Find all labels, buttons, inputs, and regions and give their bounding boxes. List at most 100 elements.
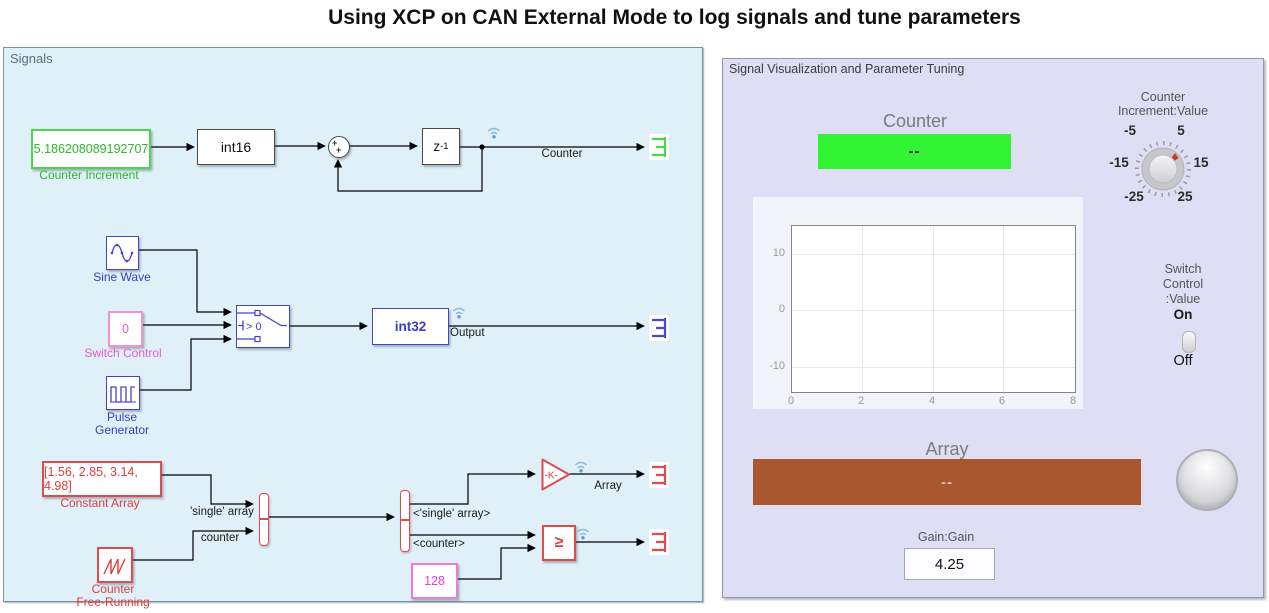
knob-tick-label: -15 (1109, 155, 1129, 170)
counter-tag-label: <counter> (413, 538, 465, 550)
sum-block[interactable]: + + (328, 136, 350, 158)
x-axis-tick: 6 (998, 395, 1006, 407)
constant-128-value: 128 (424, 574, 445, 588)
counter-signal-label: Counter (541, 148, 583, 160)
switch-label-line2: Control (1162, 277, 1204, 291)
wire-pulse (135, 334, 232, 391)
counter-display-title: Counter (882, 111, 948, 131)
gridline (862, 226, 863, 392)
x-axis-tick: 2 (857, 395, 865, 407)
output-outport-block[interactable] (649, 315, 669, 341)
sine-wave-icon (110, 243, 134, 263)
bus-creator-block[interactable] (259, 493, 269, 546)
wire-feedback (333, 147, 483, 192)
counter-free-running-block[interactable] (97, 547, 133, 583)
y-axis-tick: -10 (769, 360, 785, 372)
sum-plus-sign: + (336, 145, 342, 155)
wire-sine (137, 249, 232, 317)
scope-plot-area (791, 225, 1076, 393)
counter-display-value: -- (908, 143, 921, 160)
switch-off-label: Off (1173, 353, 1193, 369)
single-array-tag-label: <'single' array> (413, 508, 491, 520)
knob-tick-label: 25 (1177, 189, 1193, 204)
counter-outport-block[interactable] (649, 134, 669, 160)
counter-free-running-label-line1: Counter (91, 582, 135, 596)
data-type-conversion-int32-block[interactable]: int32 (372, 308, 449, 345)
constant-block-switch-control[interactable]: 0 (108, 311, 143, 347)
array-display-title: Array (925, 439, 969, 459)
unit-delay-block[interactable]: z-1 (422, 128, 460, 165)
array-display-value: -- (941, 473, 953, 491)
knob-label: Counter Increment:Value (1083, 90, 1243, 118)
gain-edit-field[interactable] (904, 548, 995, 580)
constant-array-block[interactable]: [1.56, 2.85, 3.14, 4.98] (42, 461, 162, 497)
switch-icon: > 0 (237, 309, 287, 343)
counter-display: -- (818, 134, 1011, 169)
tuning-panel-label: Signal Visualization and Parameter Tunin… (729, 62, 965, 76)
y-axis-tick: 0 (778, 303, 785, 315)
single-array-wire-label: 'single' array (190, 506, 254, 518)
counter-increment-label: Counter Increment (39, 168, 139, 182)
constant-array-value: [1.56, 2.85, 3.14, 4.98] (44, 465, 138, 493)
switch-control-value: 0 (122, 322, 129, 336)
wire-junction (479, 144, 485, 150)
signal-wires (129, 141, 645, 580)
gain-block[interactable]: -K- (541, 458, 571, 491)
wire-constant-array (158, 474, 254, 509)
sine-wave-label: Sine Wave (93, 270, 151, 284)
switch-block[interactable]: > 0 (236, 305, 290, 348)
knob-label-line1: Counter (1140, 90, 1186, 104)
relational-operator-text: ≥ (554, 534, 564, 551)
counter-free-running-label-line2: Free-Running (76, 595, 150, 609)
int32-text: int32 (394, 319, 427, 334)
int16-text: int16 (220, 139, 252, 155)
signal-logging-icon (452, 307, 466, 319)
knob-tick-label: 15 (1193, 155, 1209, 170)
constant-block-128[interactable]: 128 (411, 563, 458, 599)
x-axis-tick: 8 (1069, 395, 1077, 407)
counter-increment-knob[interactable] (1131, 137, 1195, 201)
tuning-panel: Signal Visualization and Parameter Tunin… (722, 58, 1264, 598)
gridline (1003, 226, 1004, 392)
signals-panel-label: Signals (10, 51, 53, 66)
x-axis-tick: 4 (928, 395, 936, 407)
data-type-conversion-int16-block[interactable]: int16 (197, 129, 275, 165)
bus-creator-divider (260, 518, 268, 520)
pulse-generator-block[interactable] (106, 376, 140, 410)
unit-delay-text: z (433, 139, 441, 154)
counter-wire-label: counter (200, 532, 240, 544)
array-display: -- (753, 459, 1141, 505)
scope-panel: 10 0 -10 0 2 4 6 8 (753, 197, 1083, 409)
wire-counter-free (129, 526, 254, 561)
y-axis-tick: 10 (772, 247, 785, 259)
wire-single-array (408, 469, 536, 505)
switch-label-line3: :Value (1165, 292, 1201, 306)
page-title: Using XCP on CAN External Mode to log si… (328, 6, 1021, 29)
relational-operator-block[interactable]: ≥ (542, 525, 576, 561)
knob-tick-label: -25 (1124, 189, 1144, 204)
switch-label-line1: Switch (1164, 262, 1202, 276)
output-signal-label: Output (450, 327, 485, 339)
signals-panel: Signals 5.186208089192707 Counter Increm… (3, 47, 703, 609)
gain-field-label: Gain:Gain (917, 530, 975, 544)
knob-tick-label: -5 (1123, 123, 1136, 138)
lamp-indicator (1176, 449, 1238, 511)
signal-logging-icon (576, 528, 590, 540)
gain-text: -K- (545, 471, 558, 482)
constant-block-counter-increment[interactable]: 5.186208089192707 (31, 129, 151, 169)
switch-control-label: Switch Control (84, 346, 162, 360)
counter-free-running-icon (103, 558, 126, 575)
array-signal-label: Array (594, 480, 622, 492)
signal-logging-icon (574, 461, 588, 473)
relational-outport-block[interactable] (649, 529, 669, 555)
array-outport-block[interactable] (649, 462, 669, 488)
constant-array-label: Constant Array (60, 496, 140, 510)
counter-free-running-label: Counter Free-Running (52, 583, 174, 609)
bus-selector-block[interactable] (400, 490, 410, 552)
sine-wave-block[interactable] (106, 236, 139, 270)
pulse-generator-icon (110, 386, 136, 403)
unit-delay-exponent: -1 (440, 141, 449, 152)
switch-control-toggle[interactable] (1182, 331, 1196, 353)
pulse-generator-label: Pulse Generator (66, 411, 178, 437)
bus-selector-divider (401, 519, 409, 521)
